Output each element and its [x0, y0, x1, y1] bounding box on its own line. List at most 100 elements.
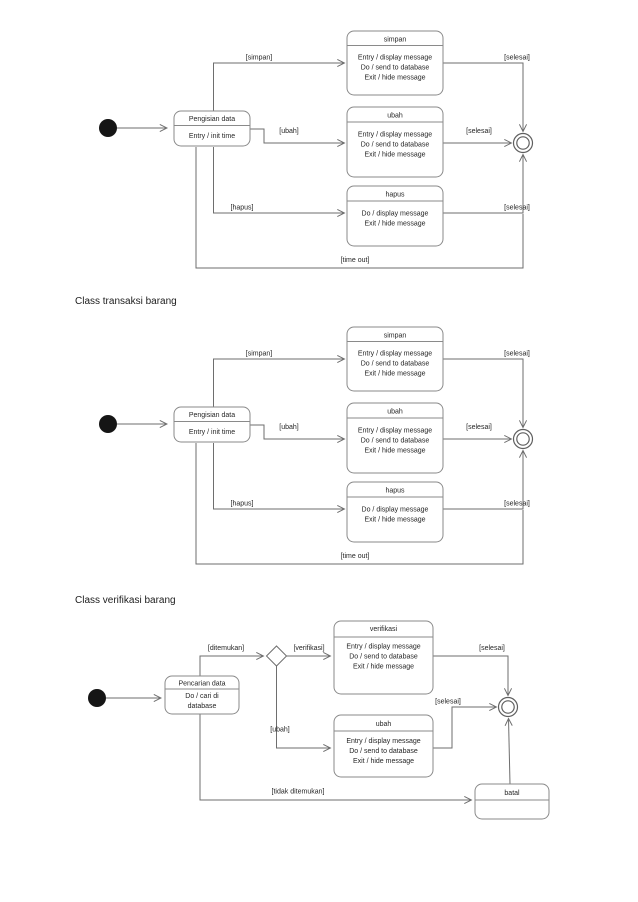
edge-simpan-selesai [443, 62, 523, 132]
guard-label: [selesai] [504, 205, 530, 212]
state-pengisian-data: Pengisian data Entry / init time [173, 406, 251, 443]
state-title: ubah [387, 409, 403, 416]
edge-simpan [213, 359, 345, 407]
final-state [497, 696, 519, 718]
statechart-pengisian-data-1: Pengisian data Entry / init time simpan … [99, 30, 534, 269]
state-action: Entry / display message [358, 132, 432, 139]
guard-label: [selesai] [466, 424, 492, 431]
state-action: Do / display message [362, 507, 429, 514]
state-title: hapus [385, 192, 405, 199]
state-pengisian-data: Pengisian data Entry / init time [173, 110, 251, 147]
guard-label: [simpan] [246, 55, 273, 62]
guard-label: [time out] [341, 553, 370, 560]
edge-hapus [213, 443, 345, 509]
initial-state [99, 415, 117, 433]
guard-label: [ubah] [279, 128, 299, 135]
state-ubah: ubah Entry / display message Do / send t… [346, 402, 444, 474]
state-title: ubah [387, 113, 403, 120]
guard-label: [time out] [341, 257, 370, 264]
edge-simpan [213, 63, 345, 111]
statechart-pencarian-data: Pencarian data Do / cari di database ver… [88, 620, 550, 820]
state-action: Entry / display message [358, 428, 432, 435]
state-title: simpan [384, 333, 407, 340]
edge-ubah [250, 128, 345, 143]
state-action: Exit / hide message [353, 758, 414, 765]
state-action: Entry / display message [358, 55, 432, 62]
state-hapus: hapus Do / display message Exit / hide m… [346, 481, 444, 543]
state-action: Exit / hide message [364, 221, 425, 228]
state-action: Entry / display message [358, 351, 432, 358]
state-batal: batal [474, 783, 550, 820]
guard-label: [selesai] [504, 351, 530, 358]
edge-hapus [213, 147, 345, 213]
state-action: Do / send to database [349, 654, 418, 661]
initial-state [88, 689, 106, 707]
edge-ditemukan [199, 656, 264, 676]
state-action: Exit / hide message [364, 152, 425, 159]
state-action: Entry / init time [189, 133, 235, 140]
state-simpan: simpan Entry / display message Do / send… [346, 326, 444, 392]
decision-diamond [265, 645, 288, 667]
edge-ubah [276, 666, 331, 748]
edge-timeout [195, 147, 524, 269]
state-action: Do / cari di [185, 693, 219, 700]
final-state [512, 428, 534, 450]
guard-label: [ubah] [270, 727, 290, 734]
guard-label: [selesai] [504, 501, 530, 508]
state-action: Entry / display message [346, 738, 420, 745]
guard-label: [simpan] [246, 351, 273, 358]
state-title: Pengisian data [189, 116, 235, 123]
state-action: Exit / hide message [364, 75, 425, 82]
edge-ubah-selesai [433, 707, 497, 749]
state-title: hapus [385, 488, 405, 495]
edge-simpan-selesai [443, 358, 523, 428]
guard-label: [ditemukan] [208, 645, 244, 652]
section-title-transaksi: Class transaksi barang [75, 296, 177, 307]
guard-label: [tidak ditemukan] [272, 789, 325, 796]
guard-label: [selesai] [435, 699, 461, 706]
guard-label: [selesai] [466, 128, 492, 135]
state-ubah: ubah Entry / display message Do / send t… [346, 106, 444, 178]
state-action: Exit / hide message [364, 448, 425, 455]
state-title: Pencarian data [178, 681, 225, 688]
state-hapus: hapus Do / display message Exit / hide m… [346, 185, 444, 247]
guard-label: [ubah] [279, 424, 299, 431]
final-state [512, 132, 534, 154]
state-simpan: simpan Entry / display message Do / send… [346, 30, 444, 96]
state-action: Exit / hide message [353, 664, 414, 671]
state-title: simpan [384, 37, 407, 44]
state-title: verifikasi [370, 626, 398, 633]
state-title: Pengisian data [189, 412, 235, 419]
guard-label: [hapus] [231, 205, 254, 212]
state-action: Entry / display message [346, 644, 420, 651]
edge-timeout [195, 443, 524, 565]
edge-batal-selesai [509, 719, 511, 785]
state-action: Do / display message [362, 211, 429, 218]
initial-state [99, 119, 117, 137]
state-title: batal [504, 790, 520, 797]
edge-hapus-selesai [443, 155, 523, 214]
state-action: Do / send to database [361, 65, 430, 72]
state-title: ubah [376, 721, 392, 728]
section-title-verifikasi: Class verifikasi barang [75, 595, 176, 606]
edge-ubah [250, 424, 345, 439]
state-action: Exit / hide message [364, 371, 425, 378]
edge-tidak-ditemukan [199, 714, 472, 800]
edge-verifikasi-selesai [433, 655, 508, 696]
state-action: Exit / hide message [364, 517, 425, 524]
guard-label: [selesai] [504, 55, 530, 62]
edge-hapus-selesai [443, 451, 523, 510]
state-action: database [188, 703, 217, 710]
state-action: Entry / init time [189, 429, 235, 436]
statechart-pengisian-data-2: Pengisian data Entry / init time simpan … [99, 326, 534, 565]
state-action: Do / send to database [349, 748, 418, 755]
state-ubah: ubah Entry / display message Do / send t… [333, 714, 434, 778]
state-pencarian-data: Pencarian data Do / cari di database [164, 675, 240, 715]
state-verifikasi: verifikasi Entry / display message Do / … [333, 620, 434, 695]
guard-label: [hapus] [231, 501, 254, 508]
state-action: Do / send to database [361, 361, 430, 368]
guard-label: [verifikasi] [293, 645, 324, 652]
state-action: Do / send to database [361, 438, 430, 445]
guard-label: [selesai] [479, 645, 505, 652]
